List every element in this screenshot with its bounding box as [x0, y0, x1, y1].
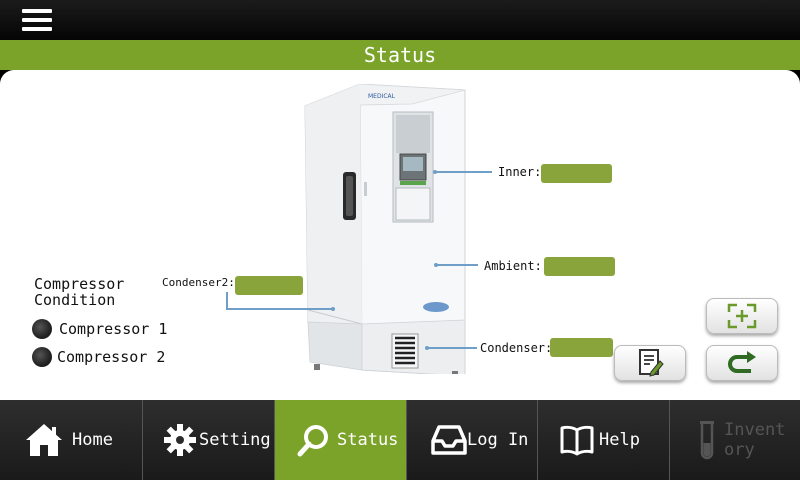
test-tube-icon [700, 421, 714, 460]
tab-inventory-label-line2: ory [724, 440, 755, 460]
fullscreen-icon [727, 303, 757, 329]
inbox-tray-icon [431, 425, 467, 455]
tab-help[interactable]: Help [538, 400, 670, 480]
compressor-1-indicator-icon [32, 319, 52, 339]
tab-status[interactable]: Status [275, 400, 407, 480]
bottom-nav: Home Setting Status [0, 400, 800, 480]
compressor-2-label: Compressor 2 [57, 348, 166, 366]
ambient-label: Ambient: [484, 259, 542, 273]
page-title: Status [363, 43, 437, 67]
report-edit-icon [639, 349, 664, 377]
fullscreen-button[interactable] [706, 298, 778, 334]
svg-text:MEDICAL: MEDICAL [368, 93, 396, 100]
tab-login[interactable]: Log In [407, 400, 538, 480]
condenser2-leader-vertical [226, 292, 228, 309]
freezer-image: MEDICAL [304, 84, 466, 374]
compressor-condition-title: Compressor Condition [34, 276, 124, 308]
condenser2-leader-line [226, 308, 333, 310]
compressor-title-line1: Compressor [34, 275, 125, 293]
search-icon [297, 425, 328, 457]
condenser2-leader-dot [331, 307, 335, 311]
tab-inventory-label-line1: Invent [724, 420, 786, 440]
compressor-2-indicator-icon [32, 347, 52, 367]
condenser-leader-line [427, 347, 477, 349]
tab-setting-label: Setting [199, 430, 271, 450]
compressor-1-label: Compressor 1 [59, 320, 168, 338]
ambient-value [544, 257, 615, 276]
hamburger-menu-icon[interactable] [20, 6, 56, 34]
inner-label: Inner: [498, 165, 542, 179]
tab-home[interactable]: Home [0, 400, 143, 480]
tab-home-label: Home [72, 430, 113, 450]
compressor-title-line2: Condition [34, 291, 116, 309]
tab-status-label: Status [337, 430, 399, 450]
return-button[interactable] [706, 345, 778, 381]
tab-help-label: Help [599, 430, 640, 450]
report-button[interactable] [614, 345, 686, 381]
tab-inventory-label: Invent ory [724, 420, 785, 460]
condenser2-value [235, 276, 303, 295]
gear-icon [164, 424, 196, 456]
condenser2-label: Condenser2: [162, 276, 235, 289]
book-icon [560, 425, 594, 456]
top-bar [0, 0, 800, 40]
inner-leader-line [435, 171, 492, 173]
tab-setting[interactable]: Setting [143, 400, 275, 480]
return-arrow-icon [728, 351, 756, 373]
condenser-value [550, 338, 613, 357]
home-icon [26, 424, 62, 456]
tab-login-label: Log In [467, 430, 529, 450]
title-bar: Status [0, 40, 800, 70]
inner-value [541, 164, 612, 183]
tab-inventory[interactable]: Invent ory [670, 400, 800, 480]
ambient-leader-line [436, 264, 478, 266]
condenser-label: Condenser: [480, 341, 553, 355]
